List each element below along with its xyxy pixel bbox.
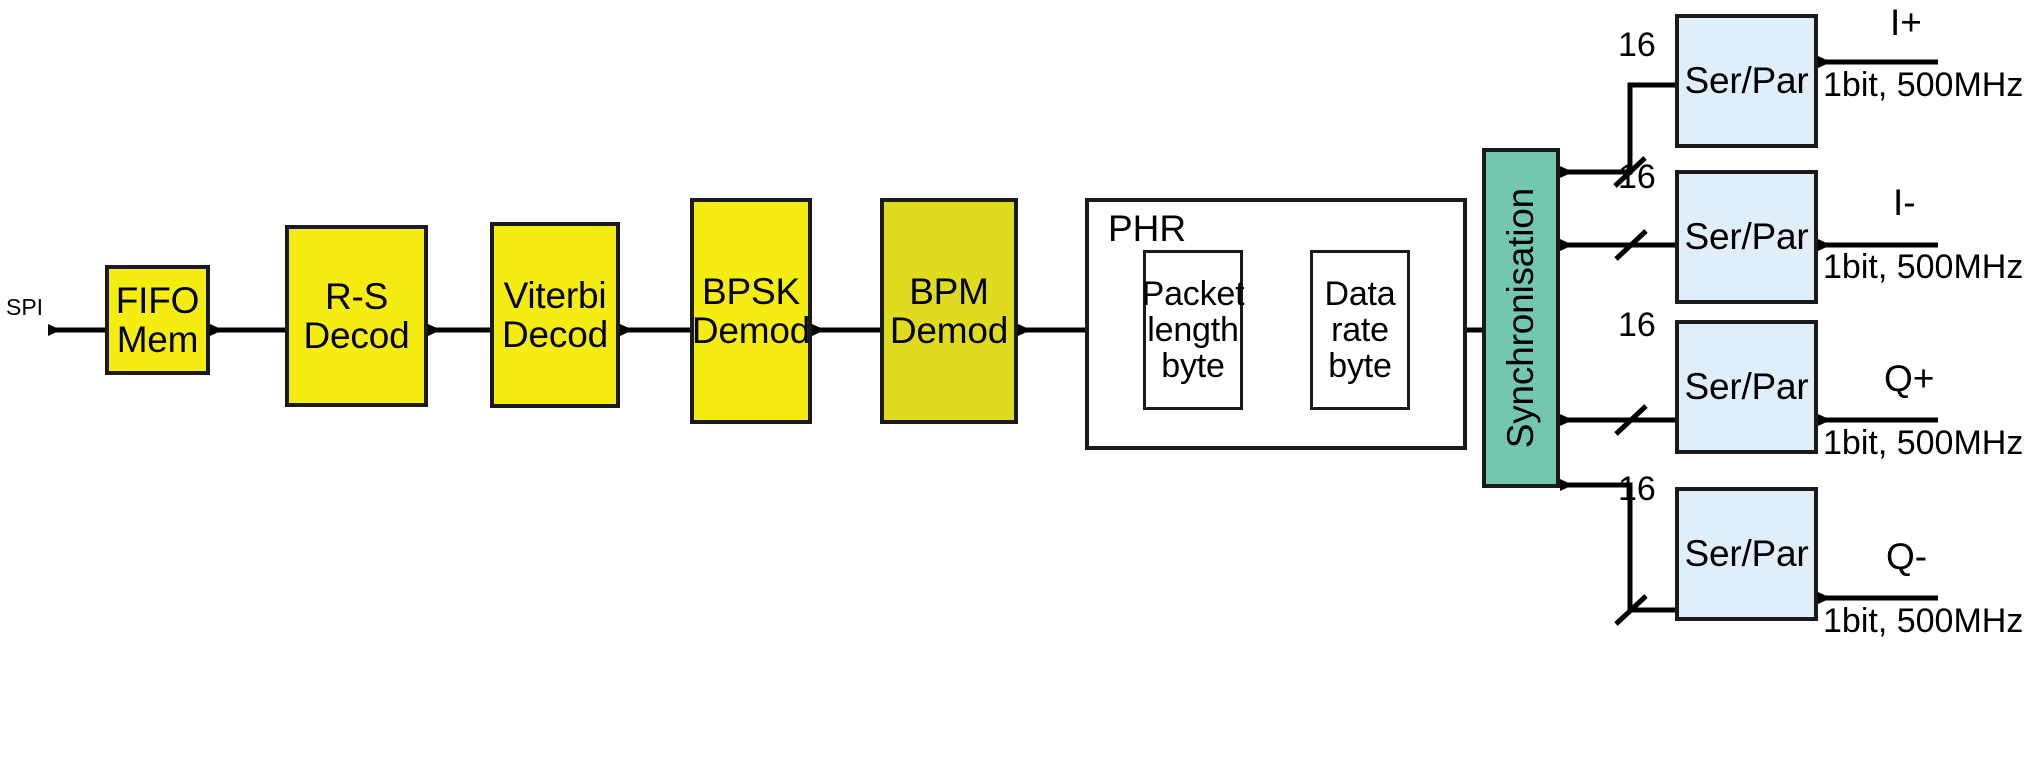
- bus-tick-marks: [1613, 156, 1648, 626]
- input-rate-i-plus: 1bit, 500MHz: [1823, 66, 2024, 104]
- phr-packet-length-byte[interactable]: Packet length byte: [1142, 250, 1245, 410]
- bus-width-label-i-minus: 16: [1618, 158, 1656, 196]
- block-serpar-q-minus[interactable]: Ser/Par: [1675, 487, 1818, 621]
- bus-width-label-i-plus: 16: [1618, 26, 1656, 64]
- block-bpm-demod[interactable]: BPM Demod: [880, 198, 1018, 424]
- bus-width-label-q-minus: 16: [1618, 470, 1656, 508]
- input-signal-name-q-plus: Q+: [1884, 358, 1935, 399]
- block-fifo-mem[interactable]: FIFO Mem: [105, 265, 210, 375]
- block-viterbi-decod[interactable]: Viterbi Decod: [490, 222, 620, 408]
- block-serpar-i-minus[interactable]: Ser/Par: [1675, 170, 1818, 304]
- bus-width-label-q-plus: 16: [1618, 306, 1656, 344]
- input-signal-name-i-minus: I-: [1893, 182, 1916, 223]
- block-bpsk-demod[interactable]: BPSK Demod: [690, 198, 812, 424]
- input-rate-q-minus: 1bit, 500MHz: [1823, 602, 2024, 640]
- block-serpar-i-plus[interactable]: Ser/Par: [1675, 14, 1818, 148]
- input-rate-i-minus: 1bit, 500MHz: [1823, 248, 2024, 286]
- phr-data-rate-byte[interactable]: Data rate byte: [1310, 250, 1410, 410]
- input-signal-name-q-minus: Q-: [1886, 536, 1928, 577]
- block-rs-decod[interactable]: R-S Decod: [285, 225, 428, 407]
- block-serpar-q-plus[interactable]: Ser/Par: [1675, 320, 1818, 454]
- input-signal-name-i-plus: I+: [1890, 2, 1922, 43]
- block-synchronisation[interactable]: Synchronisation: [1482, 148, 1560, 488]
- spi-output-label: SPI: [6, 294, 44, 320]
- synchronisation-label: Synchronisation: [1500, 187, 1542, 449]
- input-rate-q-plus: 1bit, 500MHz: [1823, 424, 2024, 462]
- phr-title: PHR: [1108, 208, 1187, 249]
